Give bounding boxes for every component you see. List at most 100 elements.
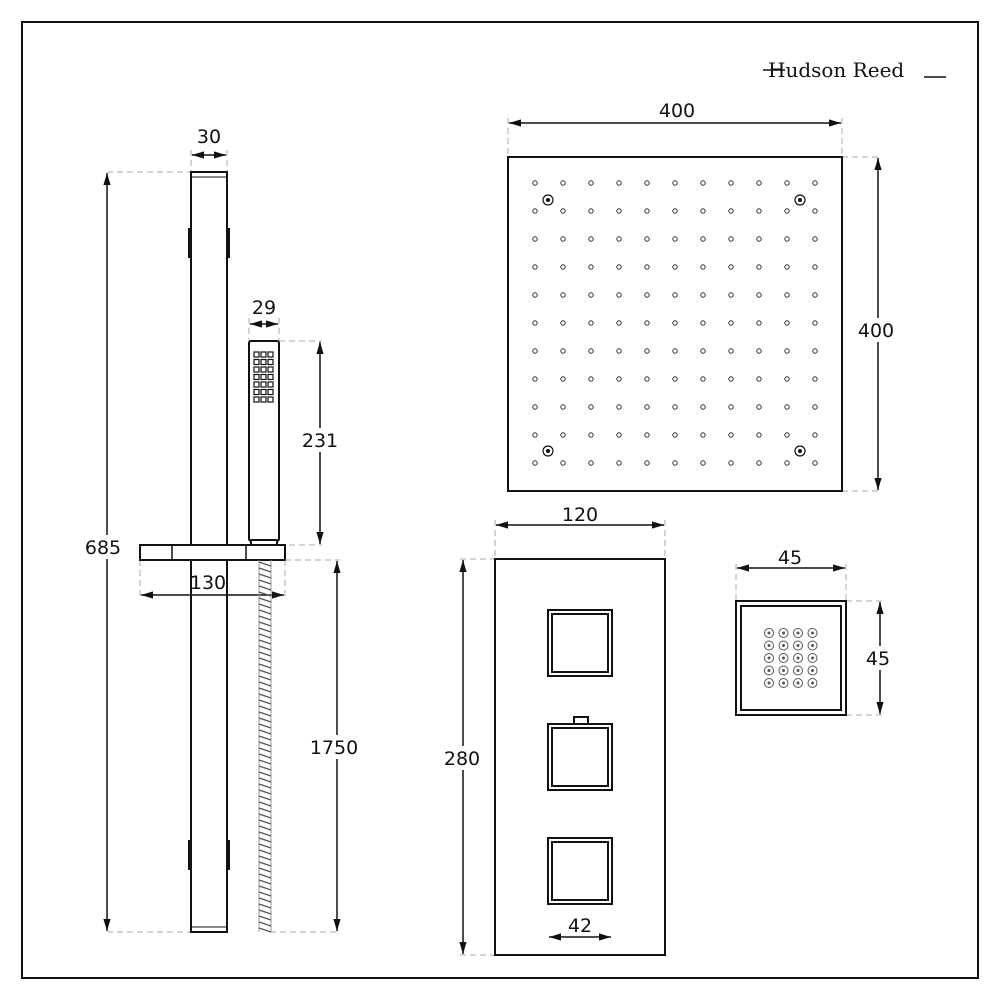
- nozzle: [728, 236, 734, 242]
- nozzle-center: [796, 656, 800, 660]
- nozzle: [588, 404, 594, 410]
- nozzle-center: [782, 669, 785, 672]
- nozzle: [560, 236, 566, 242]
- nozzle: [532, 432, 538, 438]
- nozzle-center: [811, 669, 814, 672]
- nozzle: [588, 180, 594, 186]
- nozzle: [784, 432, 790, 438]
- nozzle: [644, 404, 650, 410]
- head-height-label: 400: [858, 320, 894, 342]
- mount-hole-center: [798, 449, 802, 453]
- nozzle: [700, 348, 706, 354]
- nozzle: [728, 460, 734, 466]
- shower-head-nozzles: [532, 180, 818, 466]
- nozzle: [267, 366, 274, 373]
- bracket-width-dimension: 130: [141, 572, 284, 599]
- nozzle: [700, 432, 706, 438]
- nozzle: [532, 236, 538, 242]
- nozzle: [728, 404, 734, 410]
- nozzle: [793, 653, 803, 663]
- handset-width-dimension: 29: [250, 297, 278, 328]
- valve-width-dimension: 120: [496, 504, 664, 529]
- nozzle: [728, 376, 734, 382]
- nozzle: [812, 292, 818, 298]
- hose-length-label: 1750: [310, 737, 358, 759]
- nozzle-center: [767, 681, 771, 685]
- nozzle: [616, 236, 622, 242]
- nozzle: [756, 404, 762, 410]
- nozzle: [756, 348, 762, 354]
- mount-hole: [542, 194, 554, 206]
- nozzle: [764, 628, 774, 638]
- nozzle: [756, 264, 762, 270]
- nozzle: [560, 460, 566, 466]
- nozzle: [812, 460, 818, 466]
- nozzle: [728, 208, 734, 214]
- nozzle: [616, 348, 622, 354]
- thermostatic-valve: [460, 520, 666, 956]
- nozzle: [616, 404, 622, 410]
- nozzle: [616, 292, 622, 298]
- nozzle: [672, 236, 678, 242]
- nozzle: [672, 376, 678, 382]
- jet-width-dimension: 45: [737, 547, 845, 572]
- nozzle: [616, 208, 622, 214]
- nozzle: [616, 180, 622, 186]
- nozzle: [267, 381, 274, 388]
- nozzle: [793, 628, 803, 638]
- nozzle: [812, 348, 818, 354]
- brand-logo: Hudson Reed: [763, 58, 946, 82]
- nozzle: [588, 236, 594, 242]
- rail-width-label: 30: [197, 126, 221, 148]
- nozzle: [644, 348, 650, 354]
- nozzle: [260, 366, 267, 373]
- nozzle: [644, 292, 650, 298]
- nozzle: [644, 208, 650, 214]
- nozzle: [784, 320, 790, 326]
- nozzle: [644, 432, 650, 438]
- nozzle: [644, 264, 650, 270]
- nozzle: [812, 180, 818, 186]
- nozzle: [756, 320, 762, 326]
- nozzle: [700, 208, 706, 214]
- nozzle: [616, 264, 622, 270]
- nozzle: [807, 653, 818, 663]
- nozzle: [672, 404, 678, 410]
- nozzle-center: [811, 644, 814, 647]
- nozzle: [756, 432, 762, 438]
- nozzle: [764, 678, 774, 688]
- mount-hole: [542, 445, 554, 457]
- nozzle: [532, 404, 538, 410]
- nozzle: [588, 320, 594, 326]
- nozzle: [672, 460, 678, 466]
- valve-handle-bottom: [547, 837, 613, 905]
- nozzle: [672, 320, 678, 326]
- nozzle: [700, 180, 706, 186]
- handle-width-dimension: 42: [549, 915, 611, 941]
- nozzle: [644, 180, 650, 186]
- handset-nozzles: [253, 351, 274, 403]
- handset: [248, 318, 322, 547]
- logo-text: Hudson Reed: [768, 58, 904, 82]
- nozzle: [532, 376, 538, 382]
- mount-hole-center: [546, 198, 550, 202]
- head-height-dimension: 400: [855, 158, 901, 490]
- nozzle: [756, 236, 762, 242]
- nozzle: [672, 292, 678, 298]
- jet-width-label: 45: [778, 547, 802, 569]
- nozzle-center: [767, 656, 771, 660]
- nozzle: [807, 640, 818, 651]
- nozzle: [588, 208, 594, 214]
- nozzle: [728, 292, 734, 298]
- nozzle: [560, 292, 566, 298]
- body-jet-nozzles: [764, 628, 818, 688]
- nozzle: [793, 665, 803, 676]
- nozzle: [532, 460, 538, 466]
- nozzle: [807, 628, 818, 638]
- slider-bracket: [139, 544, 286, 600]
- rail-height-label: 685: [85, 537, 121, 559]
- nozzle: [532, 180, 538, 186]
- nozzle: [728, 320, 734, 326]
- mount-hole-center: [546, 449, 550, 453]
- handle-width-label: 42: [568, 915, 592, 937]
